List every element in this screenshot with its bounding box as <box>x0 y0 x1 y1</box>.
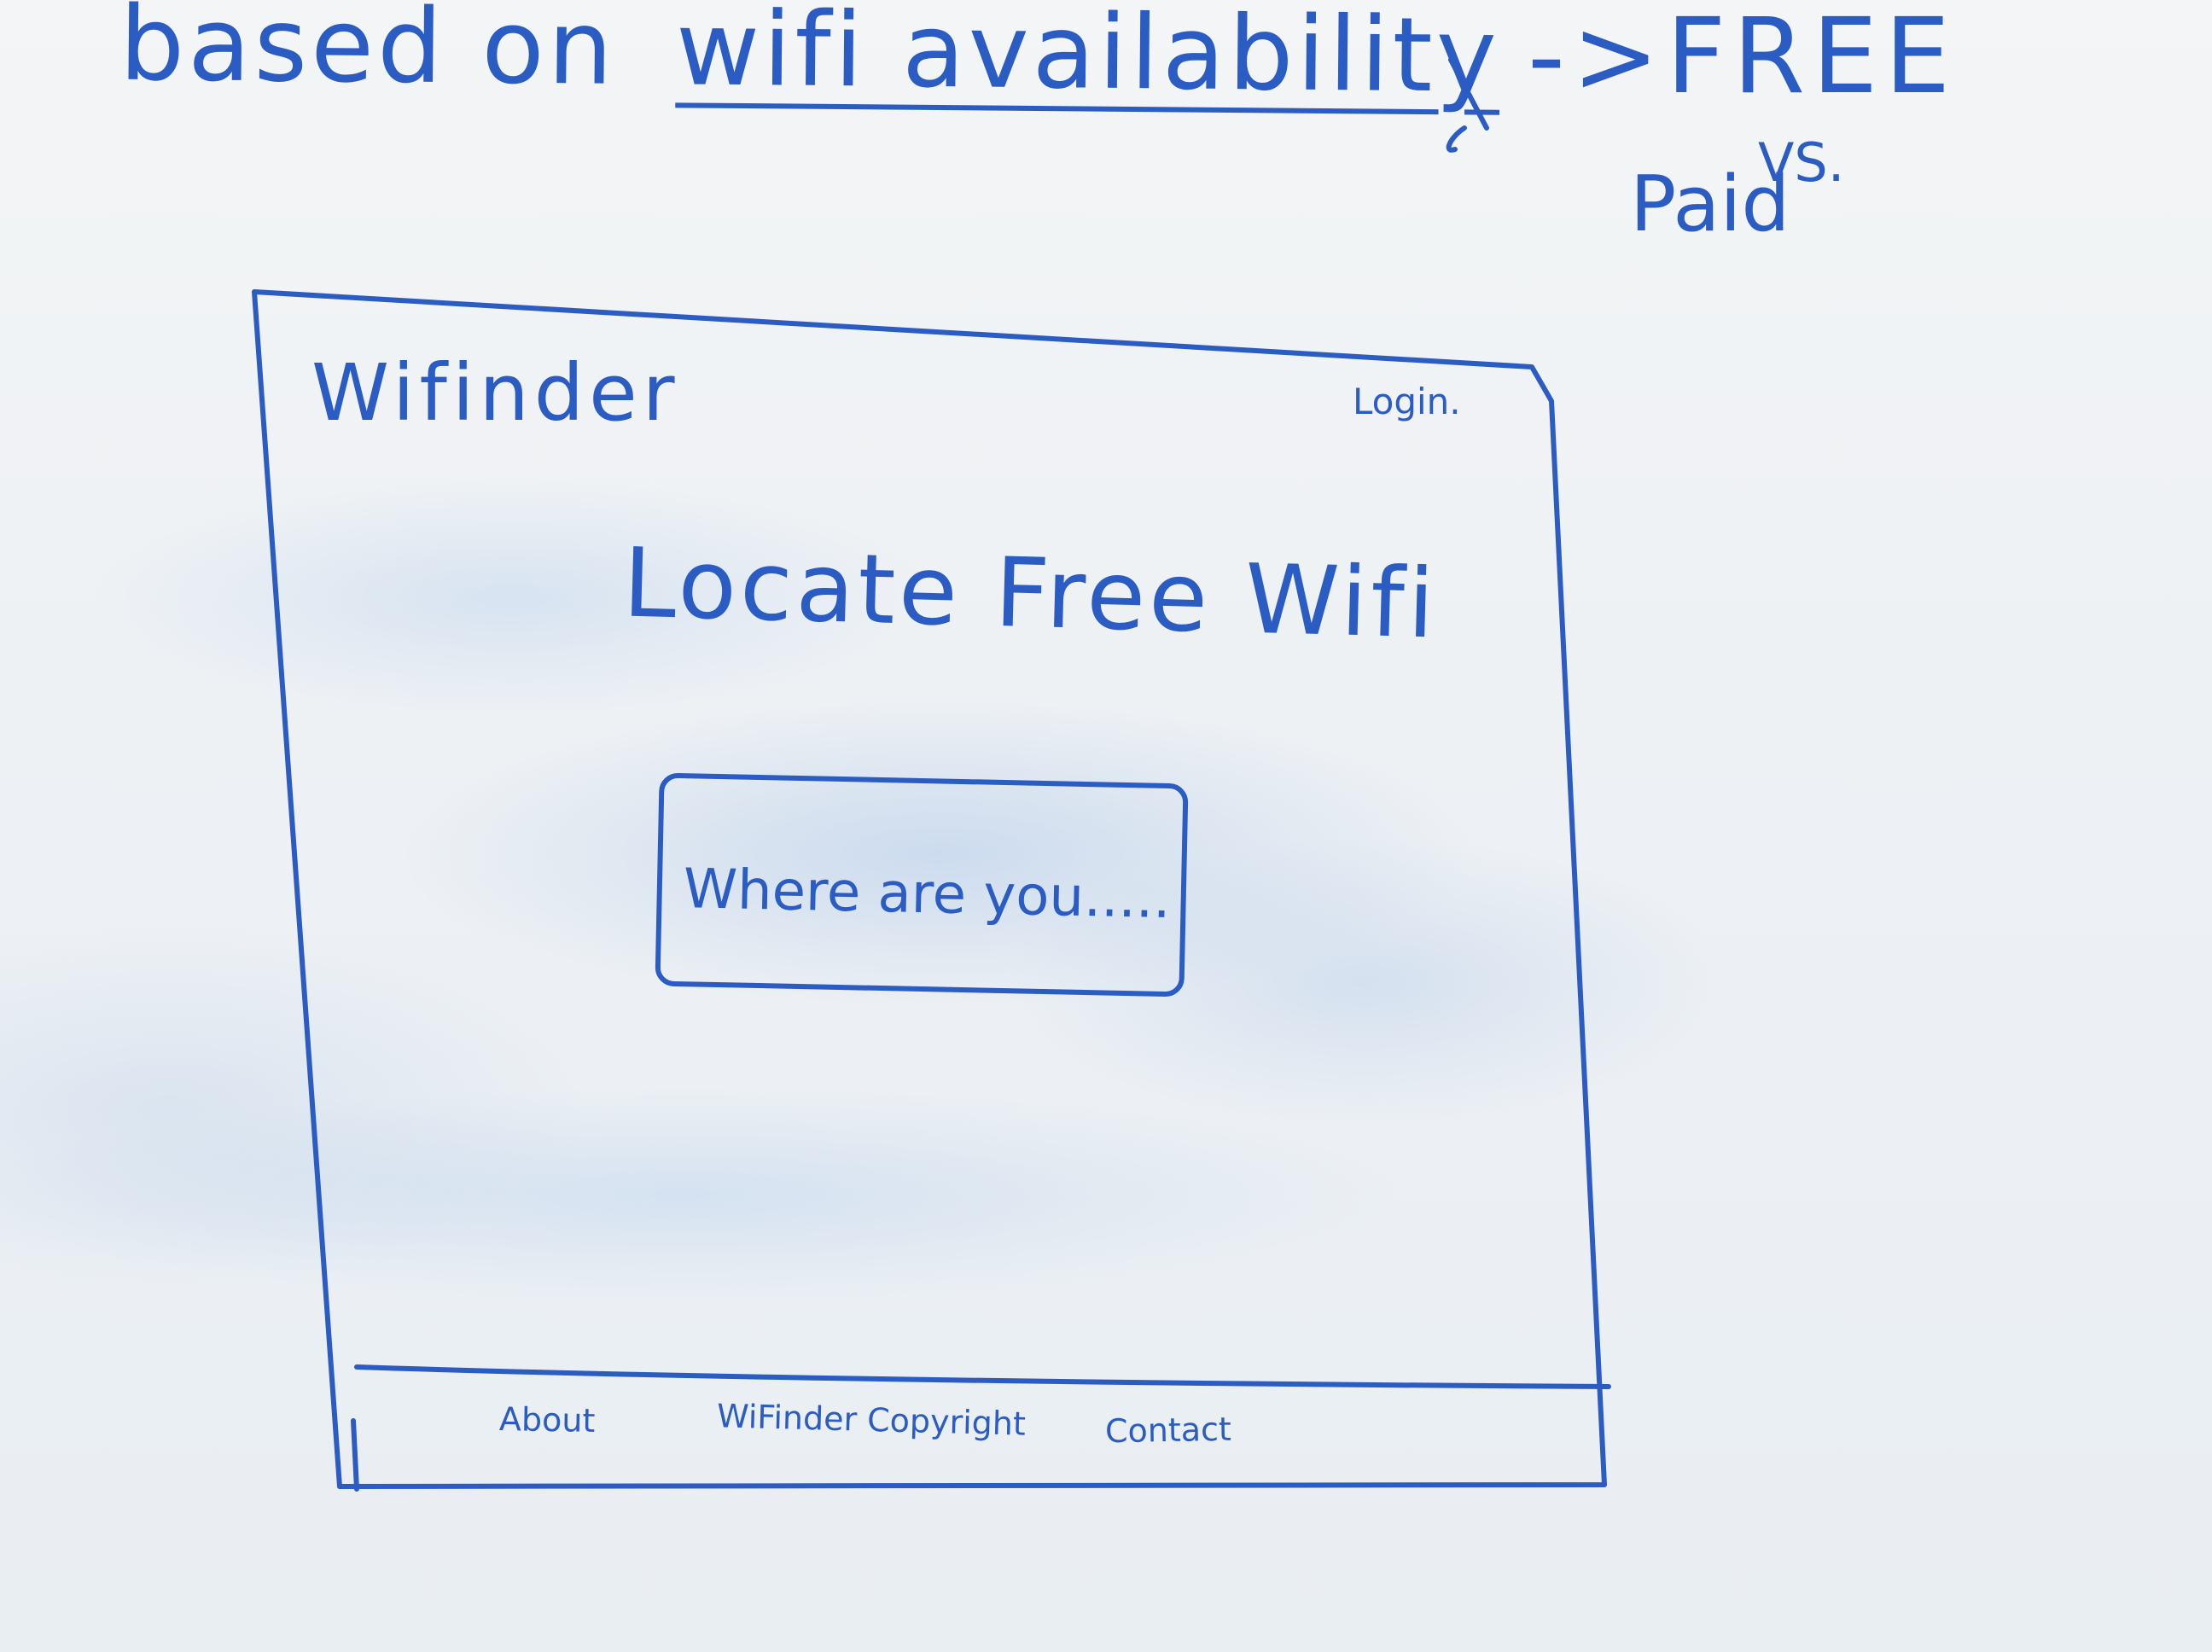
note-paid: Paid <box>1630 160 1790 249</box>
footer-copyright: WiFinder Copyright <box>716 1397 1027 1443</box>
app-title: Wifinder <box>311 347 680 439</box>
login-link[interactable]: Login. <box>1353 381 1461 422</box>
location-search-box[interactable] <box>655 772 1189 998</box>
footer-left-tick <box>351 1418 359 1492</box>
underline-tail <box>1446 57 1489 153</box>
note-arrow-free: ->FREE <box>1528 0 1958 117</box>
note-vs: VS. <box>1758 131 1845 194</box>
footer-contact-link[interactable]: Contact <box>1104 1410 1232 1451</box>
footer-about-link[interactable]: About <box>498 1400 596 1440</box>
window-frame <box>252 289 1607 1489</box>
page-headline: Locate Free Wifi <box>621 527 1440 660</box>
footer-divider <box>354 1364 1611 1389</box>
location-search-input[interactable] <box>682 855 1171 934</box>
